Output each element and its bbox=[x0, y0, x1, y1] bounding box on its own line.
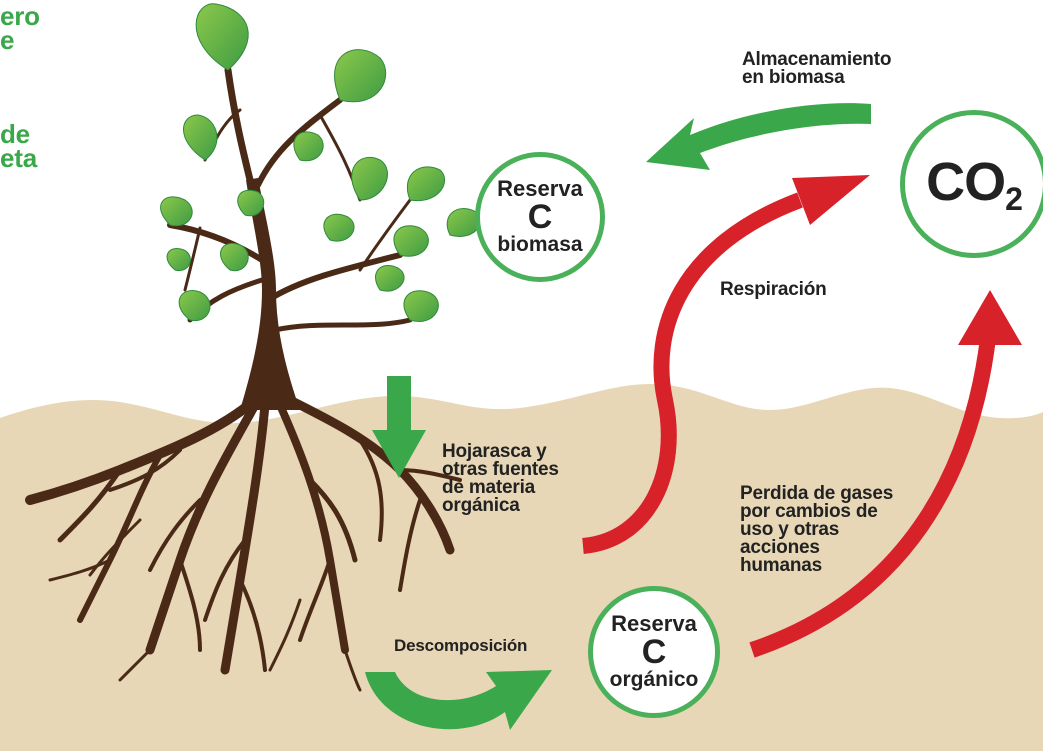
storage-arrow bbox=[646, 103, 871, 170]
gas-loss-arrow bbox=[749, 319, 998, 658]
tree-roots bbox=[25, 395, 462, 692]
loss-label-1: Perdida de gases bbox=[740, 483, 894, 504]
loss-label-2: por cambios de bbox=[740, 501, 878, 522]
co2-label: CO2 bbox=[926, 151, 1023, 217]
side-text-3: de bbox=[0, 119, 30, 149]
storage-label-2: en biomasa bbox=[742, 67, 845, 88]
tree-trunk bbox=[240, 178, 300, 410]
side-text-2: e bbox=[0, 25, 15, 55]
litter-label-2: otras fuentes bbox=[442, 459, 559, 480]
loss-label-3: uso y otras bbox=[740, 519, 840, 540]
storage-label-1: Almacenamiento bbox=[742, 49, 892, 70]
litter-down-arrow bbox=[372, 376, 426, 478]
loss-label-4: acciones bbox=[740, 537, 820, 558]
loss-label-5: humanas bbox=[740, 555, 823, 576]
decomposition-arrow bbox=[365, 670, 552, 730]
co2-circle: CO2 bbox=[900, 110, 1043, 258]
side-text-4: eta bbox=[0, 143, 37, 173]
litter-label-3: de materia bbox=[442, 477, 536, 498]
organic-reserve-line1: Reserva bbox=[611, 611, 697, 636]
organic-reserve-line2: C bbox=[641, 633, 667, 671]
side-text-1: ero bbox=[0, 1, 40, 31]
gas-loss-arrowhead bbox=[958, 290, 1022, 345]
litter-label-1: Hojarasca y bbox=[442, 441, 547, 462]
tree-branches bbox=[167, 66, 413, 333]
biomass-reserve-line1: Reserva bbox=[497, 176, 583, 201]
decomposition-label: Descomposición bbox=[394, 636, 528, 655]
biomass-reserve-circle: Reserva C biomasa bbox=[475, 152, 605, 282]
organic-reserve-circle: Reserva C orgánico bbox=[588, 586, 720, 718]
respiration-arrow bbox=[581, 192, 803, 554]
respiration-arrowhead bbox=[792, 175, 870, 225]
tree-leaves bbox=[160, 3, 481, 322]
litter-label-4: orgánica bbox=[442, 495, 520, 516]
organic-reserve-line3: orgánico bbox=[609, 668, 699, 691]
biomass-reserve-line2: C bbox=[527, 198, 553, 236]
biomass-reserve-line3: biomasa bbox=[497, 233, 583, 256]
respiration-label: Respiración bbox=[720, 279, 827, 300]
